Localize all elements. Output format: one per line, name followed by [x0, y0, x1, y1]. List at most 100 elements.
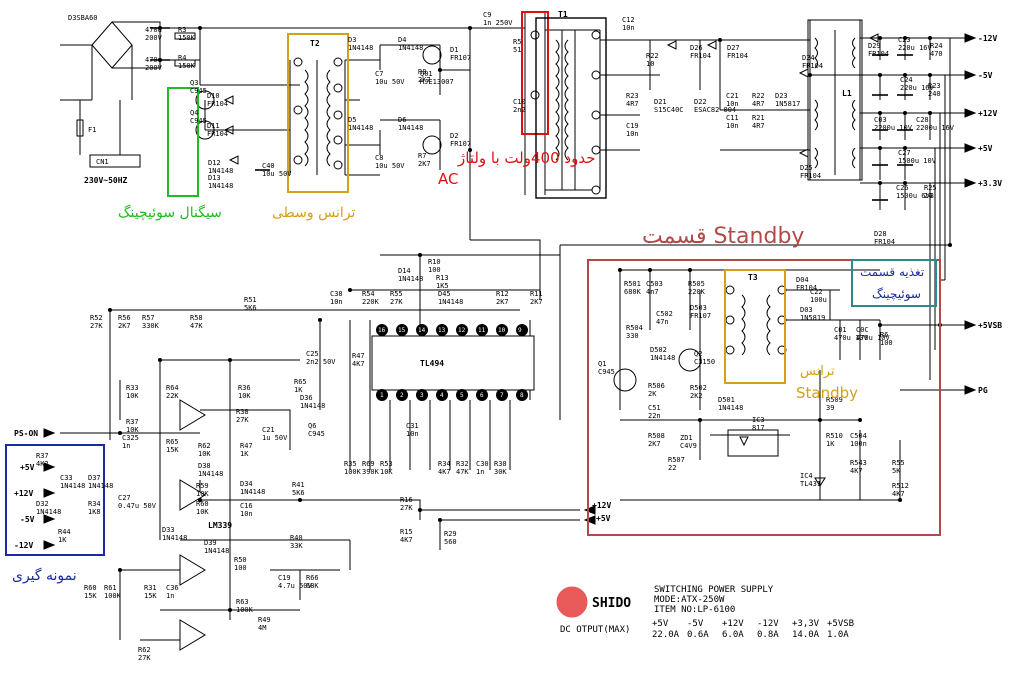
component-value: 10K: [198, 450, 211, 458]
component-value: 100: [234, 564, 247, 572]
info-line-1: SWITCHING POWER SUPPLY: [654, 585, 774, 595]
component-value: C945: [598, 368, 615, 376]
component-value: 680K: [624, 288, 642, 296]
component-ref: R34: [88, 500, 101, 508]
component-ref: R55: [390, 290, 403, 298]
junction-dots: [108, 26, 952, 612]
component-value: FR107: [450, 140, 471, 148]
component-value: 1N4148: [208, 167, 233, 175]
component-ref: R22: [646, 52, 659, 60]
output-minus5v: -5V: [978, 71, 993, 80]
component-ref: D37: [88, 474, 101, 482]
component-ref: D4: [398, 36, 406, 44]
tl494-pin-number: 9: [518, 327, 522, 334]
component-value: 5K6: [244, 304, 257, 312]
component-value: 10n: [726, 122, 739, 130]
rail-current: 14.0A: [792, 630, 820, 640]
component-value: 1K: [294, 386, 303, 394]
component-ref: C21: [726, 92, 739, 100]
component-ref: R56: [118, 314, 131, 322]
ac-annotation: AC: [438, 170, 458, 188]
component-value: 560: [444, 538, 457, 546]
component-value: TL431: [800, 480, 821, 488]
component-value: 1N4148: [438, 298, 463, 306]
standby-feed-annotation-1: تغذیه قسمت: [860, 265, 924, 279]
tl494-pin-top: [476, 324, 488, 336]
output-plus5v: +5V: [978, 144, 993, 153]
cn-label: CN1: [96, 158, 109, 166]
component-value: 150K: [178, 62, 196, 70]
component-ref: R34: [438, 460, 451, 468]
component-ref: R502: [690, 384, 707, 392]
bus-plus5v: +5V: [596, 514, 611, 523]
component-value: 27K: [138, 654, 151, 662]
component-value: 10n: [626, 130, 639, 138]
tl494-pin-bottom: [376, 389, 388, 401]
component-value: 10n: [406, 430, 419, 438]
component-value: 100K: [236, 606, 254, 614]
input-arrows: [43, 428, 596, 550]
component-ref: C23: [898, 36, 911, 44]
component-ref: Q2: [694, 350, 702, 358]
tl494-pin-bottom: [456, 389, 468, 401]
component-ref: R69: [362, 460, 375, 468]
component-value: 1K: [58, 536, 67, 544]
component-value: FR104: [802, 62, 823, 70]
component-ref: C24: [900, 76, 913, 84]
tl494-pin-number: 15: [398, 327, 406, 334]
component-value: 10n: [240, 510, 253, 518]
rail-name: +5VSB: [827, 619, 854, 629]
component-ref: C504: [850, 432, 867, 440]
component-ref: Q4: [190, 109, 198, 117]
component-value: 4.7u 50V: [278, 582, 313, 590]
rail-name: -5V: [687, 619, 704, 629]
component-value: 1N4148: [300, 402, 325, 410]
component-value: 47K: [190, 322, 203, 330]
component-ref: C25: [306, 350, 319, 358]
component-value: 240: [928, 90, 941, 98]
component-ref: C16: [240, 502, 253, 510]
lm339-label: LM339: [208, 521, 232, 530]
component-value: 10K: [196, 490, 209, 498]
component-value: 2K7: [418, 160, 431, 168]
component-value: 1N4148: [240, 488, 265, 496]
component-ref: R44: [58, 528, 71, 536]
rail-current: 0.8A: [757, 630, 779, 640]
standby-feed-box: [851, 259, 937, 307]
component-value: 100K: [344, 468, 362, 476]
component-ref: C31: [406, 422, 419, 430]
component-ref: C8: [375, 154, 383, 162]
component-ref: R57: [142, 314, 155, 322]
component-ref: R23: [928, 82, 941, 90]
component-value: 24: [924, 192, 932, 200]
component-value: 4K7: [892, 490, 905, 498]
component-ref: R40: [290, 534, 303, 542]
component-value: 27K: [236, 416, 249, 424]
component-ref: D2: [450, 132, 458, 140]
component-value: 1K: [826, 440, 835, 448]
component-ref: D29: [868, 42, 881, 50]
component-value: 4K7: [400, 536, 413, 544]
